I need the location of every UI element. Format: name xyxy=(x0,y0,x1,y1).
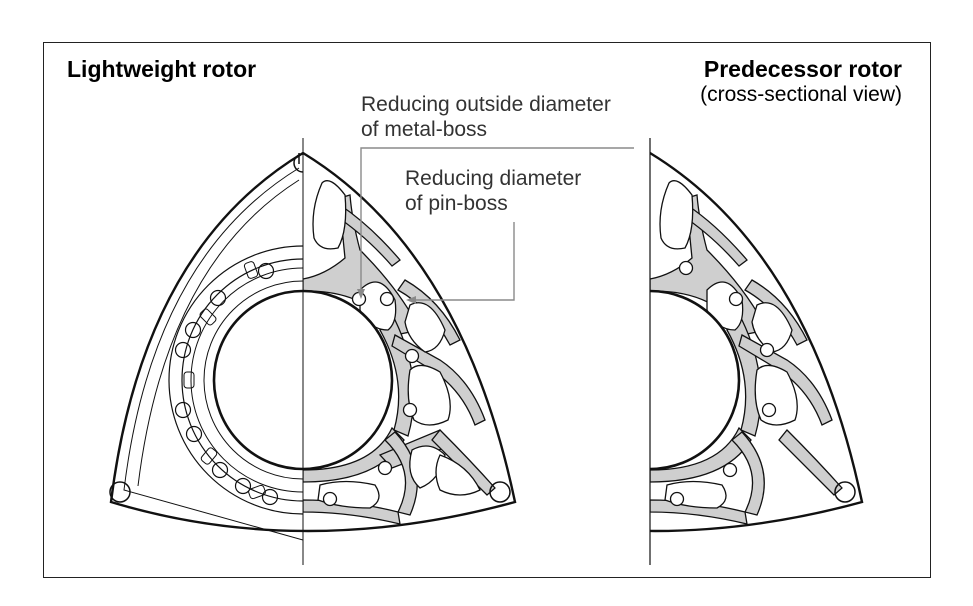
metal-boss-callout: Reducing outside diameter of metal-boss xyxy=(361,92,611,142)
metal-boss-leader xyxy=(360,147,634,295)
lightweight-rotor-title: Lightweight rotor xyxy=(67,56,257,82)
pin-boss-arrowhead xyxy=(406,296,416,304)
lightweight-rotor-exterior-half xyxy=(109,151,303,541)
pin-boss-callout-line2: of pin-boss xyxy=(405,192,508,215)
leader-arrowheads xyxy=(357,289,416,304)
pin-boss-callout: Reducing diameter of pin-boss xyxy=(405,166,581,216)
predecessor-rotor-title-main: Predecessor rotor xyxy=(703,56,902,82)
pin-boss-callout-line1: Reducing diameter xyxy=(405,167,582,190)
pin-boss-leader xyxy=(412,222,515,301)
predecessor-rotor-section xyxy=(650,151,864,533)
leader-lines xyxy=(360,147,634,301)
metal-boss-arrowhead xyxy=(357,289,365,299)
predecessor-rotor-title-sub: (cross-sectional view) xyxy=(700,83,902,106)
predecessor-rotor-title: Predecessor rotor (cross-sectional view) xyxy=(700,56,902,107)
metal-boss-callout-line1: Reducing outside diameter xyxy=(361,93,611,116)
metal-boss-callout-line2: of metal-boss xyxy=(361,118,488,141)
